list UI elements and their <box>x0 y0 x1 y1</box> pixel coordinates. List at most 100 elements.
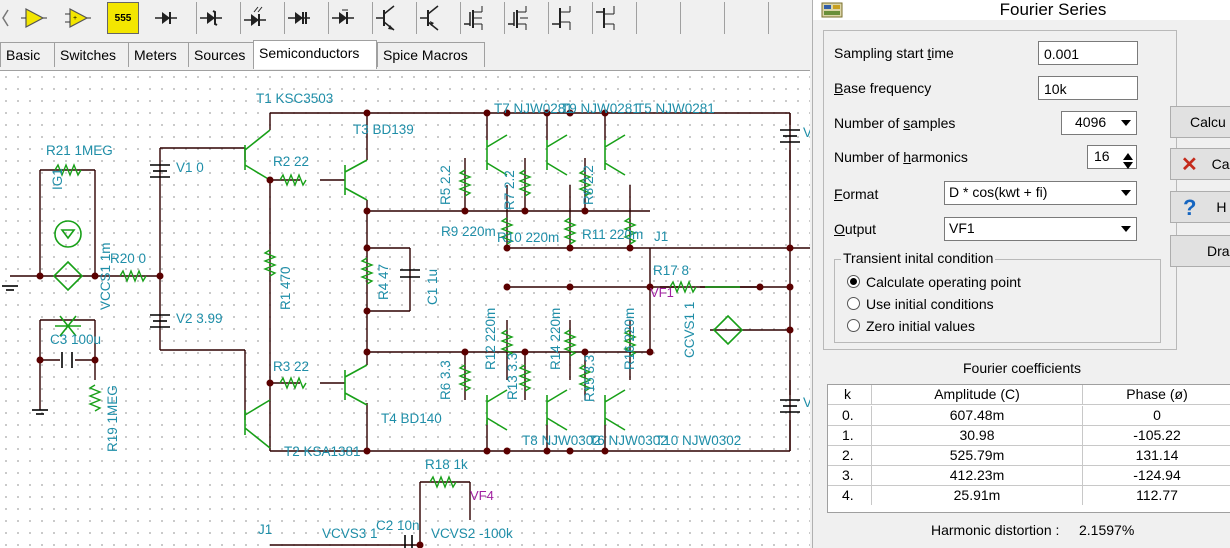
radio-empty-icon <box>847 319 860 332</box>
help-button-label: H <box>1216 199 1227 215</box>
radio-calculate-operating-point[interactable]: Calculate operating point <box>847 274 1021 290</box>
tab-spice-macros[interactable]: Spice Macros <box>377 42 485 67</box>
fourier-coefficients-title: Fourier coefficients <box>962 360 1081 376</box>
chevron-down-icon[interactable] <box>1117 183 1135 203</box>
table-row[interactable]: 2. 525.79m 131.14 <box>828 446 1230 466</box>
label-vf1: VF1 <box>650 285 674 300</box>
table-row[interactable]: 4. 25.91m 112.77 <box>828 486 1230 505</box>
timer-555-label: 555 <box>114 12 132 24</box>
number-of-harmonics-value: 16 <box>1094 148 1110 164</box>
tab-semiconductors[interactable]: Semiconductors <box>253 40 377 69</box>
format-select[interactable]: D * cos(kwt + fi) <box>944 181 1137 205</box>
chevron-down-icon[interactable] <box>1117 113 1135 133</box>
label-vcvs2: VCVS2 -100k <box>431 526 513 541</box>
triangle-gate-alt-icon[interactable]: + <box>64 2 92 34</box>
scroll-left-icon[interactable] <box>0 2 10 34</box>
chevron-down-icon[interactable] <box>1117 219 1135 239</box>
cancel-button-label: Ca <box>1211 156 1230 172</box>
component-tabs: Basic Switches Meters Sources Semiconduc… <box>0 40 810 71</box>
cell-k: 0. <box>828 406 872 425</box>
label-c1: C1 1u <box>425 269 440 305</box>
label-t5: T5 NJW0281 <box>636 101 715 116</box>
number-of-harmonics-stepper[interactable]: 16 <box>1087 145 1137 169</box>
dialog-title-bar[interactable]: Fourier Series <box>813 0 1230 20</box>
pnp-transistor-icon[interactable] <box>416 2 445 34</box>
radio-use-initial-conditions[interactable]: Use initial conditions <box>847 296 994 312</box>
number-of-samples-value: 4096 <box>1075 114 1107 130</box>
npn-transistor-icon[interactable] <box>372 2 401 34</box>
table-row[interactable]: 0. 607.48m 0 <box>828 406 1230 426</box>
cell-amplitude: 25.91m <box>872 486 1083 505</box>
cell-phase: 0 <box>1153 407 1161 423</box>
led-icon[interactable] <box>240 2 269 34</box>
tab-label: Meters <box>134 47 177 63</box>
table-row[interactable]: 1. 30.98 -105.22 <box>828 426 1230 446</box>
schematic-canvas[interactable]: T1 KSC3503 T3 BD139 T7 NJW0281 T9 NJW028… <box>0 71 810 548</box>
spin-down-icon[interactable] <box>1123 158 1133 173</box>
jfet-n-icon[interactable] <box>548 2 577 34</box>
cell-amplitude: 607.48m <box>872 406 1083 425</box>
timer-555-icon[interactable]: 555 <box>107 2 139 34</box>
label-j1-top: J1 <box>654 229 668 244</box>
spin-up-icon[interactable] <box>1123 148 1133 163</box>
label-ig1: IG1 <box>50 168 65 190</box>
component-toolbar: + 555 <box>0 0 810 38</box>
label-v-top: V <box>803 125 810 140</box>
label-r16: R16 220m <box>622 308 637 370</box>
toolbar-empty-slot <box>724 2 753 34</box>
label-r6: R6 3.3 <box>438 360 453 400</box>
label-t10: T10 NJW0302 <box>655 433 741 448</box>
tab-sources[interactable]: Sources <box>188 42 258 67</box>
label-ccvs1: CCVS1 1 <box>682 302 697 358</box>
controlled-sources <box>52 220 744 346</box>
number-of-samples-label: Number of samples <box>834 115 956 131</box>
zener-diode-icon[interactable] <box>196 2 225 34</box>
table-row[interactable]: 3. 412.23m -124.94 <box>828 466 1230 486</box>
tab-label: Basic <box>6 47 41 63</box>
fourier-coefficients-table[interactable]: k Amplitude (C) Phase (ø) 0. 607.48m 0 1… <box>827 384 1230 513</box>
fourier-series-dialog: Fourier Series Sampling start time 0.001… <box>812 0 1230 548</box>
varactor-diode-icon[interactable] <box>328 2 357 34</box>
transistors <box>244 129 626 449</box>
output-value: VF1 <box>949 220 975 236</box>
radio-label: Calculate operating point <box>866 274 1021 290</box>
cell-amplitude: 30.98 <box>872 426 1083 445</box>
label-t6: T6 NJW0302 <box>589 433 668 448</box>
label-r9: R9 220m <box>441 224 496 239</box>
dialog-title: Fourier Series <box>999 0 1107 19</box>
radio-zero-initial-values[interactable]: Zero initial values <box>847 318 975 334</box>
draw-button[interactable]: Dra <box>1170 235 1230 267</box>
label-v-bottom: V <box>803 395 810 410</box>
calculate-button[interactable]: Calcu <box>1170 106 1230 138</box>
cancel-button[interactable]: ✕ Ca <box>1170 148 1230 180</box>
jfet-p-icon[interactable] <box>592 2 621 34</box>
label-r2: R2 22 <box>273 154 309 169</box>
close-icon: ✕ <box>1181 154 1198 176</box>
cell-k: 2. <box>828 446 872 465</box>
tab-label: Semiconductors <box>259 45 360 61</box>
diode-icon[interactable] <box>152 2 180 34</box>
radio-label: Use initial conditions <box>866 296 994 312</box>
base-frequency-input[interactable]: 10k <box>1038 76 1138 100</box>
tab-meters[interactable]: Meters <box>128 42 192 67</box>
pmos-icon[interactable] <box>504 2 533 34</box>
label-t3: T3 BD139 <box>353 122 414 137</box>
number-of-samples-select[interactable]: 4096 <box>1061 111 1137 135</box>
tab-basic[interactable]: Basic <box>0 42 56 67</box>
help-button[interactable]: ? H <box>1170 191 1230 223</box>
triangle-gate-icon[interactable] <box>20 2 48 34</box>
cell-phase: -105.22 <box>1133 427 1181 443</box>
sampling-start-time-input[interactable]: 0.001 <box>1038 41 1138 65</box>
label-r5: R5 2.2 <box>438 165 453 205</box>
header-phase: Phase (ø) <box>1126 386 1188 402</box>
junction-dots <box>36 109 794 548</box>
format-label: Format <box>834 186 879 202</box>
nmos-icon[interactable] <box>460 2 489 34</box>
toolbar-empty-slot <box>636 2 665 34</box>
parameters-panel: Sampling start time 0.001 Base frequency… <box>823 30 1177 350</box>
app-icon <box>821 2 843 21</box>
label-r12: R12 220m <box>483 308 498 370</box>
output-select[interactable]: VF1 <box>944 217 1137 241</box>
schottky-diode-icon[interactable] <box>284 2 313 34</box>
tab-switches[interactable]: Switches <box>54 42 130 67</box>
